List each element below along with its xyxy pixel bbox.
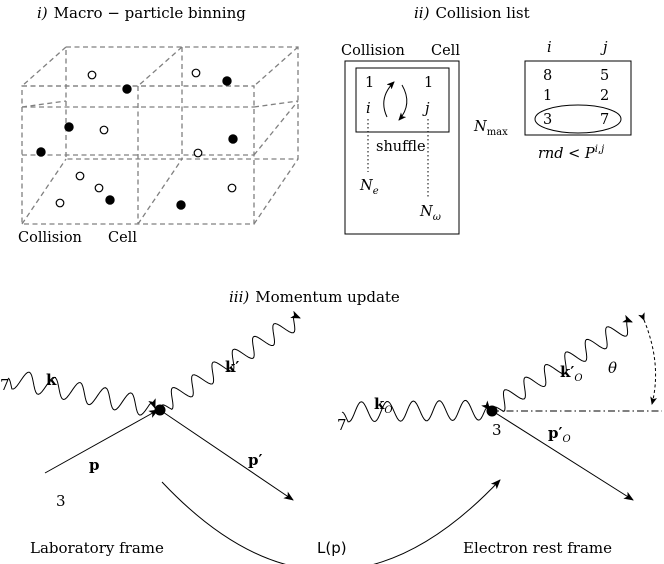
shuffle-arrow-up xyxy=(383,81,395,118)
panel-macro-particle-binning: i)Macro − particle binning xyxy=(18,4,299,246)
list-right-start: 1 xyxy=(424,75,433,91)
particle-open xyxy=(99,125,109,135)
collision-condition: rnd < Pi,j xyxy=(538,144,604,162)
particle-open xyxy=(94,183,104,193)
outgoing-electron-p-prime xyxy=(159,409,294,501)
shuffle-label: shuffle xyxy=(376,139,426,155)
particle-open xyxy=(191,68,201,78)
label-collision: Collision xyxy=(18,230,82,246)
incoming-electron-p xyxy=(44,409,159,474)
label-lorentz-transform: L(p) xyxy=(317,539,347,557)
binning-grid xyxy=(21,46,299,225)
collision-vertex-lab xyxy=(154,404,166,416)
outgoing-electron-p-O-prime xyxy=(493,411,634,501)
label-p-O-prime: p′O xyxy=(548,424,571,445)
table-cell: 7 xyxy=(600,112,609,128)
label-p-prime: p′ xyxy=(248,451,262,469)
electron-rest-frame-diagram: 7 3 kO k′O p′O θ Electron rest frame xyxy=(337,312,662,557)
rest-electron-index: 3 xyxy=(492,421,502,439)
list-right-index: j xyxy=(422,101,430,117)
lorentz-transform-arrow xyxy=(161,479,501,564)
list-left-index: i xyxy=(366,101,371,117)
pair-table xyxy=(524,60,632,136)
label-k-O: kO xyxy=(374,395,393,416)
table-header-i: i xyxy=(547,40,552,56)
particle-filled xyxy=(64,122,74,132)
label-theta: θ xyxy=(608,359,617,377)
header-cell: Cell xyxy=(431,43,460,59)
panel-i-title: i)Macro − particle binning xyxy=(37,4,246,22)
cell-box xyxy=(344,60,460,235)
label-laboratory-frame: Laboratory frame xyxy=(30,539,164,557)
particle-open xyxy=(75,171,85,181)
particle-filled xyxy=(222,76,232,86)
label-k-prime: k′ xyxy=(225,358,239,376)
list-left-start: 1 xyxy=(365,75,374,91)
label-N-max: Nmax xyxy=(473,119,508,138)
label-cell: Cell xyxy=(108,230,137,246)
lab-electron-index: 3 xyxy=(56,492,66,510)
particle-filled xyxy=(176,200,186,210)
collision-vertex-rest xyxy=(486,405,498,417)
table-cell: 8 xyxy=(543,68,552,84)
particle-open xyxy=(55,198,65,208)
table-cell: 5 xyxy=(600,68,609,84)
incoming-photon-k xyxy=(7,371,156,416)
particle-open xyxy=(193,148,203,158)
panel-collision-list: ii)Collision list Collision Cell 1 1 i j… xyxy=(341,4,632,235)
particle-filled xyxy=(105,195,115,205)
lab-photon-index: 7 xyxy=(0,376,10,394)
label-electron-rest-frame: Electron rest frame xyxy=(463,539,612,557)
table-cell: 2 xyxy=(600,88,609,104)
particle-open xyxy=(227,183,237,193)
particle-filled xyxy=(122,84,132,94)
table-cell: 1 xyxy=(543,88,552,104)
shuffle-arrow-down xyxy=(398,84,408,121)
label-k-O-prime: k′O xyxy=(560,363,583,384)
label-N-e: Ne xyxy=(359,178,379,197)
scattered-photon-k-O-prime xyxy=(493,314,633,413)
panel-iii-title: iii)Momentum update xyxy=(229,288,400,306)
shuffle-box xyxy=(355,67,450,133)
laboratory-frame-diagram: 7 3 k k′ p p′ Laboratory frame xyxy=(0,310,301,557)
label-p: p xyxy=(89,456,100,474)
particle-filled xyxy=(228,134,238,144)
rest-photon-index: 7 xyxy=(337,416,347,434)
label-k: k xyxy=(46,371,57,389)
incoming-photon-k-O xyxy=(341,399,491,423)
scattered-photon-k-prime xyxy=(161,310,301,411)
table-header-j: j xyxy=(600,40,608,56)
macro-particles xyxy=(36,68,238,210)
panel-ii-title: ii)Collision list xyxy=(414,4,530,22)
label-N-omega: Nω xyxy=(419,204,441,223)
particle-open xyxy=(87,70,97,80)
panel-momentum-update: iii)Momentum update 7 3 k k′ p p′ Labora… xyxy=(0,288,662,564)
scattering-angle-arrow xyxy=(638,312,658,405)
particle-filled xyxy=(36,147,46,157)
selected-pair-ellipse xyxy=(534,104,622,134)
header-collision: Collision xyxy=(341,43,405,59)
table-cell: 3 xyxy=(543,112,552,128)
